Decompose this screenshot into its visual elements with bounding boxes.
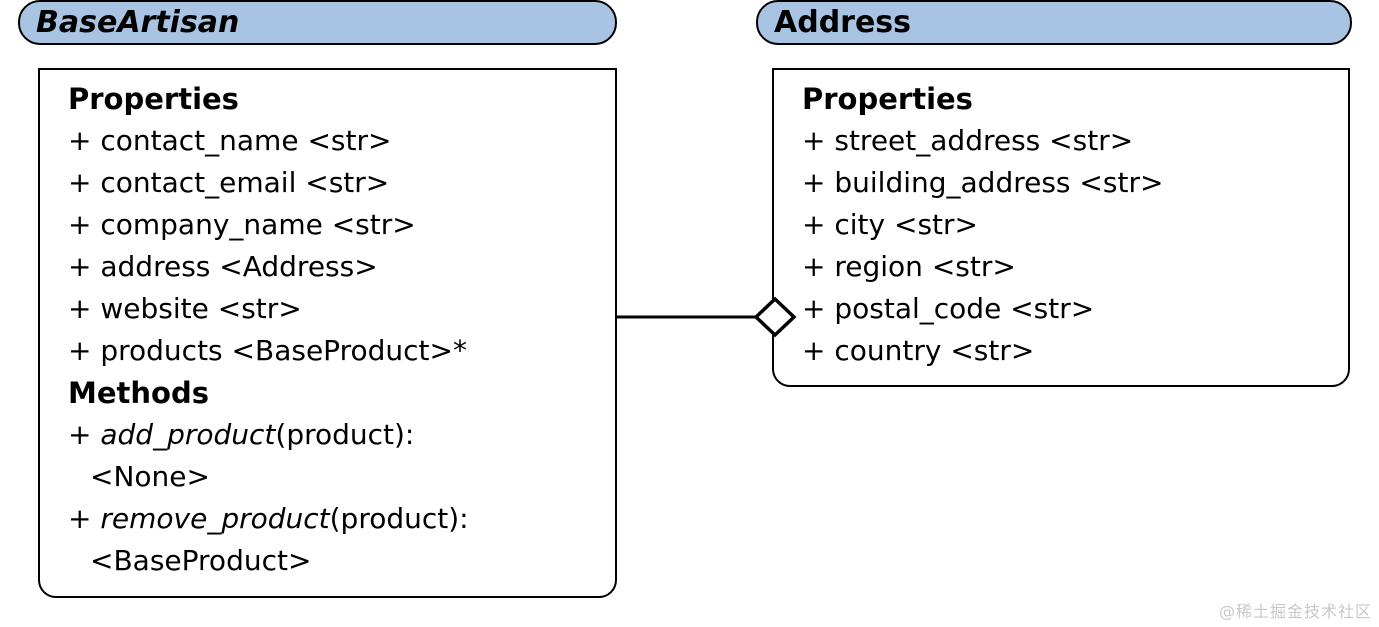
class-address-body: Properties + street_address <str> + buil… <box>772 68 1350 387</box>
aggregation-connector <box>615 296 797 338</box>
property-line: + building_address <str> <box>802 166 1164 199</box>
class-address-title: Address <box>756 0 1352 45</box>
property-line: + company_name <str> <box>68 208 416 241</box>
section-title-properties: Properties <box>802 82 973 116</box>
property-line: + contact_name <str> <box>68 124 392 157</box>
watermark: @稀土掘金技术社区 <box>1218 602 1372 621</box>
method-return-line: <BaseProduct> <box>90 544 312 577</box>
method-signature: (product): <box>329 502 469 535</box>
method-prefix: + <box>68 502 101 535</box>
property-line: + contact_email <str> <box>68 166 390 199</box>
property-line: + website <str> <box>68 292 302 325</box>
class-baseartisan-title: BaseArtisan <box>18 0 617 45</box>
method-line: + add_product(product): <box>68 414 605 456</box>
method-name: remove_product <box>100 502 330 535</box>
property-line: + address <Address> <box>68 250 378 283</box>
class-baseartisan: BaseArtisan Properties + contact_name <s… <box>0 0 620 600</box>
property-line: + region <str> <box>802 250 1016 283</box>
method-return-line: <None> <box>90 460 210 493</box>
method-signature: (product): <box>275 418 415 451</box>
property-line: + city <str> <box>802 208 978 241</box>
section-title-methods: Methods <box>68 376 209 410</box>
class-address: Address Properties + street_address <str… <box>740 0 1360 400</box>
property-line: + street_address <str> <box>802 124 1134 157</box>
aggregation-diamond-icon <box>753 296 797 338</box>
method-name: add_product <box>100 418 276 451</box>
section-title-properties: Properties <box>68 82 239 116</box>
property-line: + postal_code <str> <box>802 292 1095 325</box>
property-line: + products <BaseProduct>* <box>68 334 467 367</box>
method-prefix: + <box>68 418 101 451</box>
method-line: + remove_product(product): <box>68 498 605 540</box>
property-line: + country <str> <box>802 334 1035 367</box>
class-baseartisan-body: Properties + contact_name <str> + contac… <box>38 68 617 598</box>
